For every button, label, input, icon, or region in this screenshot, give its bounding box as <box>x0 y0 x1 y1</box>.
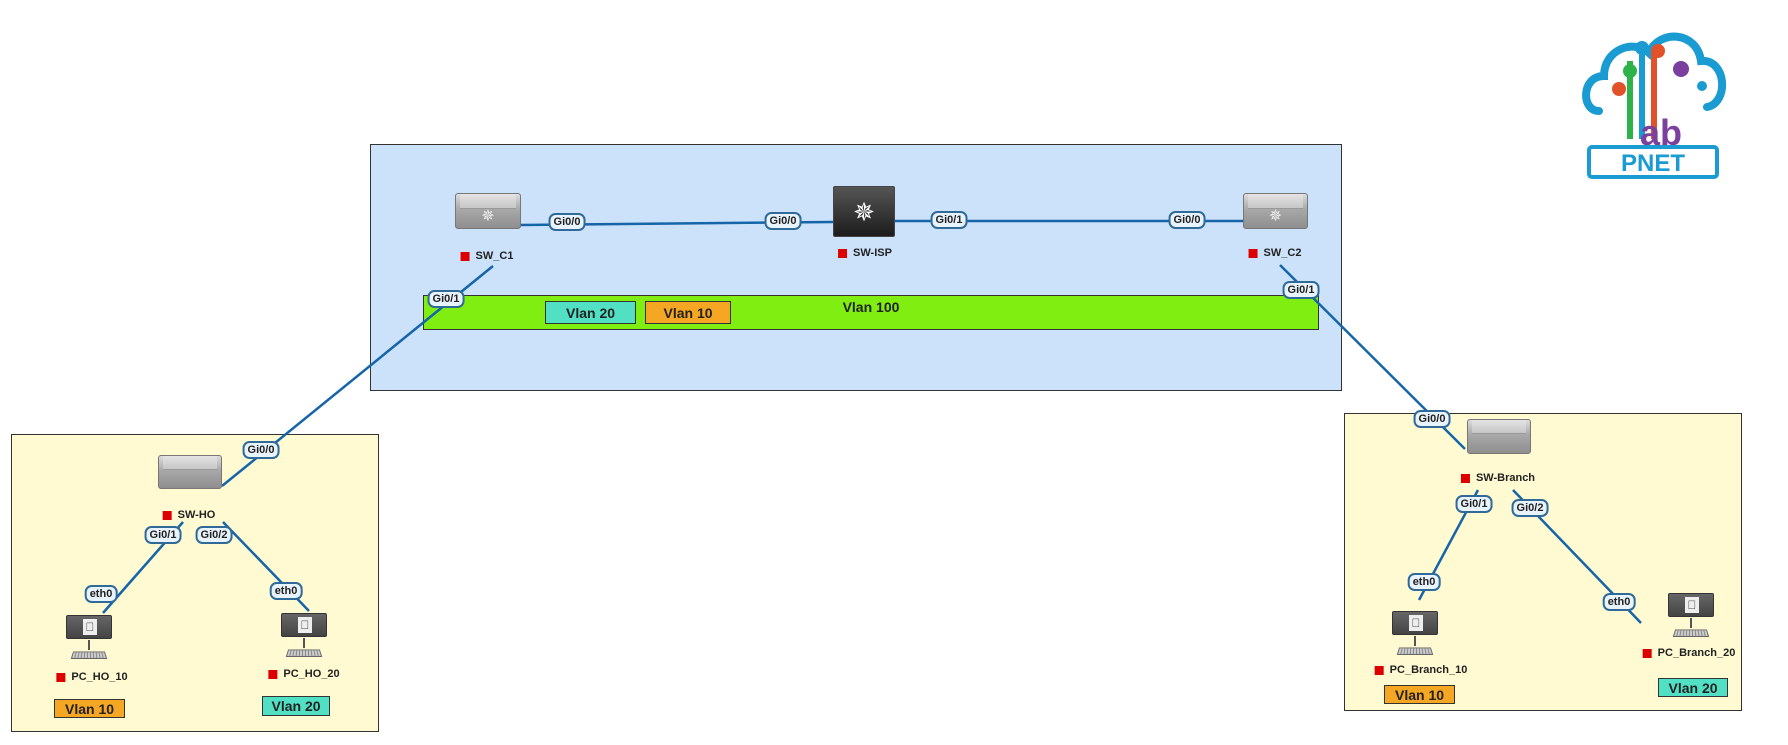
multilayer-switch-icon[interactable]: ✵ <box>455 193 521 229</box>
pc-icon[interactable]:  <box>1668 593 1714 639</box>
pnet-lab-logo: ab PNET <box>1579 21 1730 183</box>
cloud-icon: ab PNET <box>1582 32 1726 179</box>
port-label: Gi0/0 <box>548 213 586 231</box>
status-stopped-icon <box>56 672 66 682</box>
status-stopped-icon <box>162 510 172 520</box>
status-stopped-icon <box>1460 473 1470 483</box>
branch-vlan-10: Vlan 10 <box>1384 685 1455 704</box>
port-label: Gi0/1 <box>1455 495 1493 513</box>
port-label: Gi0/0 <box>242 441 280 459</box>
status-stopped-icon <box>1248 248 1258 258</box>
node-pc-branch-20[interactable]: PC_Branch_20 <box>1642 647 1735 659</box>
status-stopped-icon <box>1642 648 1652 658</box>
port-label: eth0 <box>1407 573 1441 591</box>
port-label: Gi0/1 <box>427 290 465 308</box>
vlan-100-label: Vlan 100 <box>842 299 900 315</box>
branch-vlan-20: Vlan 20 <box>1658 678 1728 697</box>
switch-icon[interactable] <box>158 455 222 489</box>
node-sw-c1[interactable]: SW_C1 <box>460 250 513 262</box>
node-sw-ho[interactable]: SW-HO <box>162 509 215 521</box>
node-pc-branch-10[interactable]: PC_Branch_10 <box>1374 664 1467 676</box>
port-label: eth0 <box>1602 593 1636 611</box>
status-stopped-icon <box>268 669 278 679</box>
router-icon[interactable]: ✵ <box>833 186 895 237</box>
switch-icon[interactable] <box>1467 419 1531 454</box>
status-stopped-icon <box>1374 665 1384 675</box>
port-label: Gi0/1 <box>930 211 968 229</box>
node-sw-c2[interactable]: SW_C2 <box>1248 247 1301 259</box>
port-label: Gi0/2 <box>195 526 233 544</box>
svg-text:PNET: PNET <box>1621 150 1685 177</box>
node-pc-ho-20[interactable]: PC_HO_20 <box>268 668 340 680</box>
status-stopped-icon <box>460 251 470 261</box>
status-stopped-icon <box>838 248 848 258</box>
pc-icon[interactable]:  <box>1392 611 1438 657</box>
port-label: eth0 <box>84 585 118 603</box>
port-label: Gi0/0 <box>764 212 802 230</box>
node-sw-branch[interactable]: SW-Branch <box>1460 472 1535 484</box>
node-sw-isp[interactable]: SW-ISP <box>838 247 892 259</box>
node-pc-ho-10[interactable]: PC_HO_10 <box>56 671 128 683</box>
port-label: Gi0/0 <box>1168 211 1206 229</box>
port-label: eth0 <box>269 582 303 600</box>
core-vlan-20: Vlan 20 <box>545 301 636 324</box>
core-zone <box>370 144 1342 391</box>
ho-vlan-10: Vlan 10 <box>54 699 125 718</box>
port-label: Gi0/1 <box>144 526 182 544</box>
pc-icon[interactable]:  <box>66 615 112 661</box>
branch-zone <box>1344 413 1742 711</box>
pc-icon[interactable]:  <box>281 613 327 659</box>
multilayer-switch-icon[interactable]: ✵ <box>1243 193 1308 229</box>
port-label: Gi0/2 <box>1511 499 1549 517</box>
port-label: Gi0/1 <box>1282 281 1320 299</box>
port-label: Gi0/0 <box>1413 410 1451 428</box>
ho-vlan-20: Vlan 20 <box>262 696 330 716</box>
core-vlan-10: Vlan 10 <box>645 301 731 324</box>
